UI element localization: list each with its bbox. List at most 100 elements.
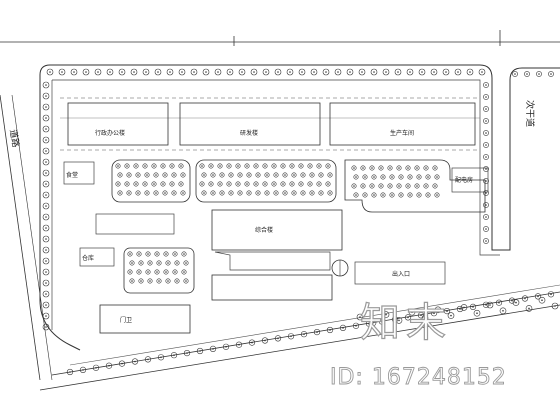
tree-symbol-center xyxy=(257,192,259,194)
tree-symbol xyxy=(219,172,225,178)
tree-symbol xyxy=(117,190,123,196)
tree-symbol xyxy=(253,181,259,187)
tree-symbol-center xyxy=(421,71,423,73)
tree-symbol-center xyxy=(446,310,448,312)
tree-symbol xyxy=(483,190,489,196)
tree-symbol-center xyxy=(138,271,140,273)
tree-symbol xyxy=(42,257,50,265)
tree-symbol xyxy=(423,183,429,189)
tree-symbol-center xyxy=(186,352,188,354)
tree-symbol-center xyxy=(45,304,47,306)
tree-symbol xyxy=(430,68,438,76)
tree-symbol-center xyxy=(342,327,344,329)
tree-symbol xyxy=(408,308,416,316)
tree-symbol xyxy=(421,314,429,322)
tree-symbol-center xyxy=(69,371,71,373)
tree-symbol-center xyxy=(221,192,223,194)
tree-symbol xyxy=(322,68,330,76)
tree-symbol-center xyxy=(156,271,158,273)
tree-symbol xyxy=(196,347,204,355)
tree-symbol xyxy=(287,333,295,340)
tree-symbol xyxy=(360,165,366,171)
tree-symbol xyxy=(369,319,377,327)
tree-symbol-center xyxy=(176,280,178,282)
tree-symbol-center xyxy=(355,194,357,196)
label-center: 综合楼 xyxy=(255,226,273,234)
tree-symbol xyxy=(157,354,165,361)
tree-symbol xyxy=(262,163,268,169)
tree-symbol xyxy=(94,68,102,76)
tree-symbol-center xyxy=(257,174,259,176)
tree-symbol-center xyxy=(290,335,292,338)
tree-symbol-center xyxy=(129,271,131,273)
tree-symbol-center xyxy=(282,165,284,167)
tree-symbol xyxy=(291,190,297,196)
tree-symbol-center xyxy=(327,165,329,167)
tree-symbol-center xyxy=(61,71,63,73)
tree-symbol-center xyxy=(381,320,383,323)
tree-symbol xyxy=(131,358,139,365)
tree-symbol xyxy=(387,165,393,171)
tree-symbol-center xyxy=(361,71,363,73)
tree-symbol xyxy=(217,181,223,187)
tree-symbol-center xyxy=(131,262,133,264)
tree-symbol xyxy=(145,269,151,275)
tree-symbol xyxy=(262,181,268,187)
tree-symbol-center xyxy=(173,174,175,176)
tree-symbol-center xyxy=(238,343,240,346)
tree-symbol xyxy=(387,183,393,189)
tree-symbol xyxy=(309,190,315,196)
tree-symbol-center xyxy=(45,117,47,119)
tree-symbol xyxy=(154,269,160,275)
tree-symbol xyxy=(42,114,50,122)
tree-symbol xyxy=(129,260,135,266)
tree-symbol xyxy=(378,183,384,189)
tree-symbol-center xyxy=(469,71,471,73)
tree-symbol xyxy=(190,68,198,76)
tree-symbol xyxy=(115,181,121,187)
tree-symbol-center xyxy=(407,185,409,187)
tree-symbol-center xyxy=(97,71,99,73)
tree-symbol-center xyxy=(425,167,427,169)
tree-symbol xyxy=(425,174,431,180)
tree-symbol-center xyxy=(45,84,47,86)
tree-symbol-center xyxy=(203,174,205,176)
tree-symbol-center xyxy=(171,165,173,167)
tree-symbol xyxy=(300,172,306,178)
green-area-3 xyxy=(344,159,486,213)
tree-symbol-center xyxy=(180,183,182,185)
tree-symbol-center xyxy=(537,295,539,298)
tree-symbol xyxy=(405,183,411,189)
tree-symbol xyxy=(521,295,529,302)
tree-symbol xyxy=(142,181,148,187)
tree-symbol-center xyxy=(158,262,160,264)
tree-symbol-center xyxy=(145,71,147,73)
tree-symbol-center xyxy=(293,192,295,194)
tree-symbol-center xyxy=(485,84,487,86)
label-side-road: 次干道 xyxy=(524,100,536,127)
tree-symbol xyxy=(255,172,261,178)
tree-symbol-center xyxy=(45,271,47,273)
tree-symbol xyxy=(286,68,294,76)
tree-symbol-center xyxy=(300,165,302,167)
tree-symbol-center xyxy=(400,194,402,196)
tree-symbol xyxy=(310,68,318,76)
tree-symbol xyxy=(538,296,546,304)
tree-symbol-center xyxy=(409,194,411,196)
tree-symbol-center xyxy=(371,185,373,187)
tree-symbol xyxy=(473,309,481,317)
building-top-center xyxy=(179,102,321,146)
tree-symbol-center xyxy=(212,174,214,176)
tree-symbol-center xyxy=(205,71,207,73)
tree-symbol xyxy=(300,190,306,196)
tree-symbol-center xyxy=(284,174,286,176)
tree-symbol-center xyxy=(210,165,212,167)
tree-symbol-center xyxy=(199,350,201,352)
tree-symbol xyxy=(423,165,429,171)
tree-symbol xyxy=(42,202,50,210)
tree-symbol-center xyxy=(156,253,158,255)
tree-symbol-center xyxy=(389,167,391,169)
tree-symbol-center xyxy=(147,271,149,273)
